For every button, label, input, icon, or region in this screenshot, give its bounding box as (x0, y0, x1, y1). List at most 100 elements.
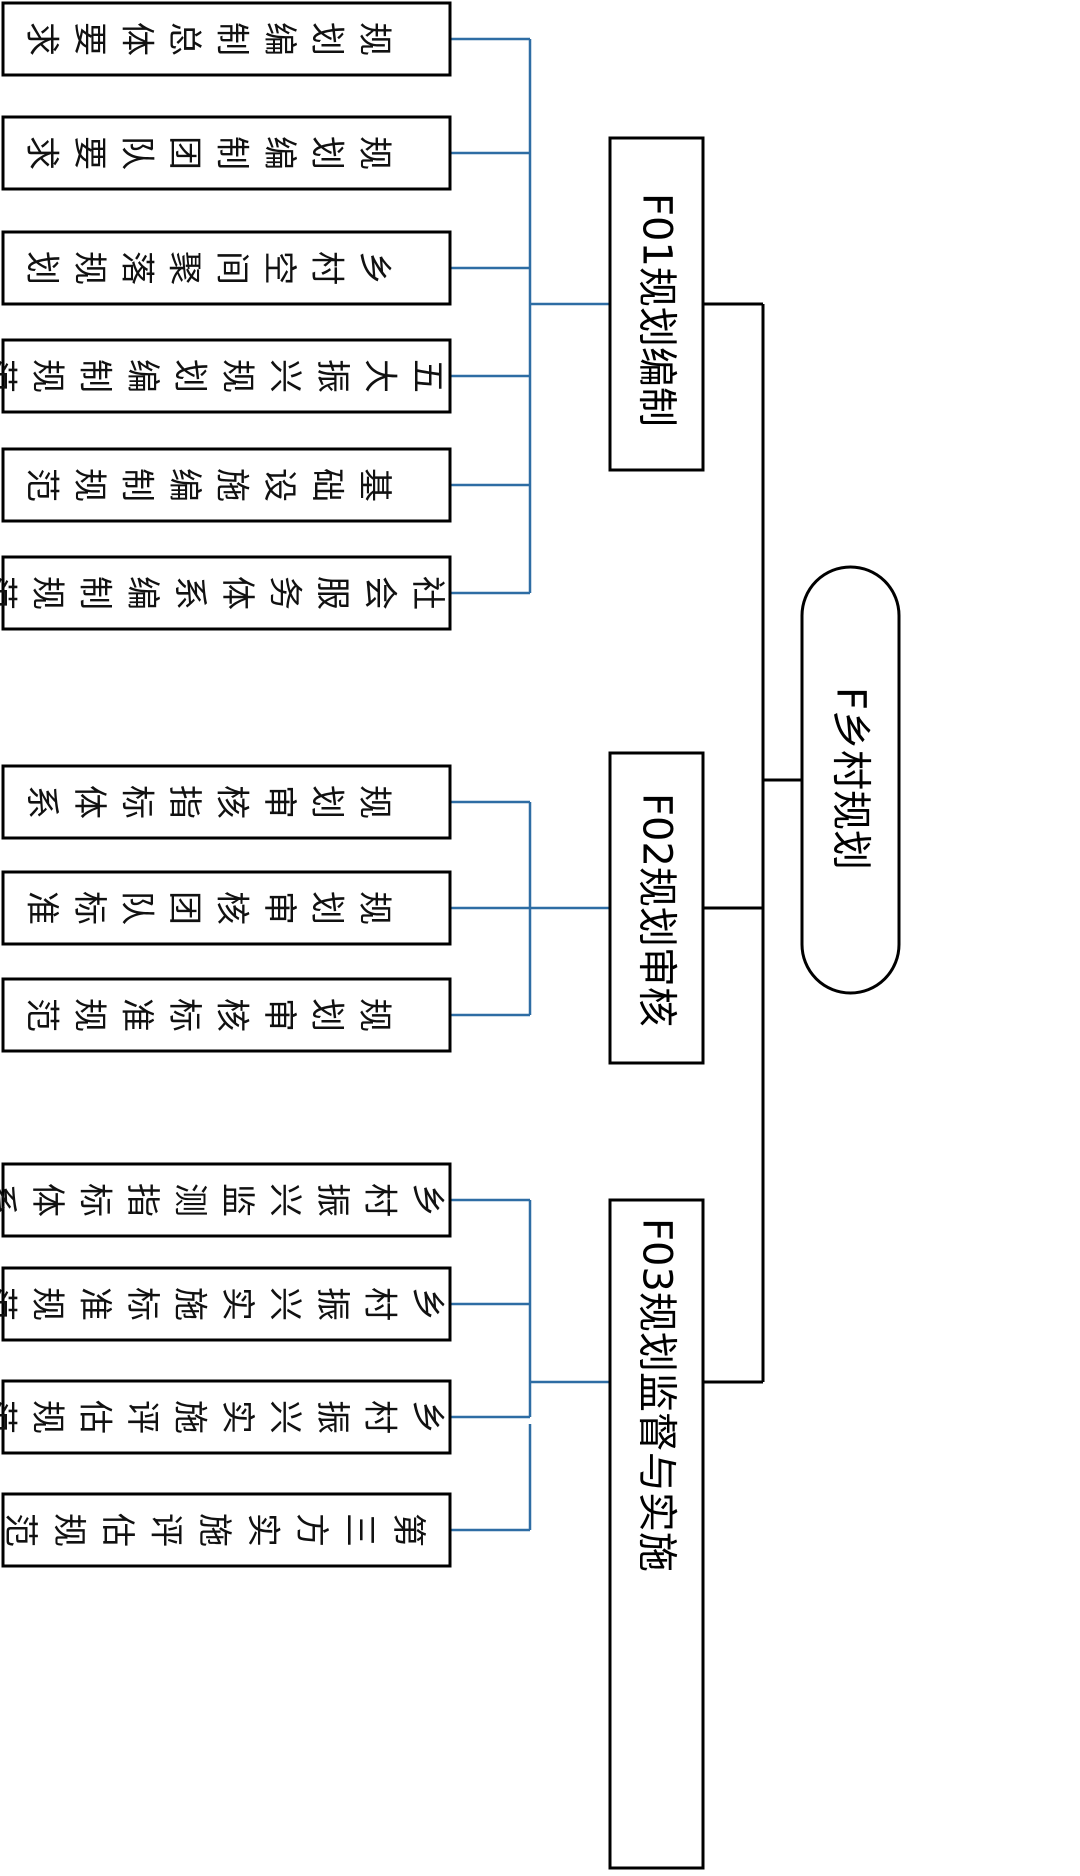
leaf-label-char: 划 (307, 136, 347, 170)
leaf-label-char: 规 (27, 359, 67, 393)
leaf-label-char: 振 (312, 1183, 352, 1217)
leaf-label-char: 范 (0, 576, 20, 610)
leaf-label-char: 振 (312, 359, 352, 393)
leaf-label-char: 乡 (407, 1183, 447, 1217)
leaf-label-char: 施 (170, 1287, 210, 1321)
leaf-box (1, 870, 452, 946)
leaf-box (1, 1492, 452, 1568)
leaf-label-char: 求 (22, 136, 62, 170)
leaf-label-char: 标 (117, 785, 157, 819)
leaf-box (1, 115, 452, 191)
leaf-label-char: 基 (354, 468, 394, 502)
leaf-label-char: 务 (265, 576, 305, 610)
leaf-label-char: 编 (164, 468, 204, 502)
leaf-label-char: 规 (354, 22, 394, 56)
leaf-label-char: 规 (69, 468, 109, 502)
leaf-node: 五大振兴规划编制规范 (0, 338, 452, 414)
leaf-label-char: 聚 (164, 251, 204, 285)
leaf-label-char: 要 (69, 22, 109, 56)
leaf-label-char: 估 (97, 1513, 137, 1547)
leaf-label-char: 范 (22, 998, 62, 1032)
leaf-label-char: 间 (212, 251, 252, 285)
leaf-label-char: 实 (217, 1287, 257, 1321)
leaf-label-char: 指 (122, 1183, 162, 1217)
leaf-label-char: 振 (312, 1287, 352, 1321)
leaf-label-char: 编 (122, 576, 162, 610)
leaf-box (1, 447, 452, 523)
leaf-label-char: 落 (117, 251, 157, 285)
leaf-label-char: 指 (164, 785, 204, 819)
leaf-label-char: 团 (164, 891, 204, 925)
leaf-label-char: 体 (117, 22, 157, 56)
leaf-label-char: 审 (259, 785, 299, 819)
leaf-label-char: 系 (170, 576, 210, 610)
leaf-label-char: 规 (27, 576, 67, 610)
group-box (608, 751, 705, 1065)
leaf-label-char: 三 (340, 1513, 380, 1547)
leaf-label-char: 体 (69, 785, 109, 819)
leaf-label-char: 系 (0, 1183, 20, 1217)
connectors (450, 37, 802, 1532)
leaf-label-char: 制 (75, 576, 115, 610)
leaf-box (1, 1379, 452, 1455)
leaf-label-char: 村 (360, 1287, 400, 1321)
leaf-label-char: 求 (22, 22, 62, 56)
root-label: F乡村规划 (828, 687, 874, 870)
leaf-label-char: 划 (307, 998, 347, 1032)
group-node-2: F02规划审核 (608, 751, 705, 1065)
leaf-label: 乡村振兴监测指标体系 (0, 1183, 447, 1217)
leaf-label-char: 实 (217, 1400, 257, 1434)
leaf-label-char: 制 (212, 22, 252, 56)
leaf-label-char: 标 (122, 1287, 162, 1321)
leaf-box (1, 1, 452, 77)
leaf-label-char: 划 (22, 251, 62, 285)
leaf-label-char: 范 (0, 1400, 20, 1434)
leaf-label-char: 规 (354, 998, 394, 1032)
leaf-label: 五大振兴规划编制规范 (0, 359, 447, 393)
leaf-box (1, 230, 452, 306)
leaf-label-char: 系 (22, 785, 62, 819)
leaf-label-char: 核 (212, 785, 252, 819)
leaf-box (1, 555, 452, 631)
leaf-label-char: 村 (360, 1400, 400, 1434)
leaf-label-char: 评 (122, 1400, 162, 1434)
leaf-box (1, 977, 452, 1053)
nodes: 规划编制总体要求规划编制团队要求乡村空间聚落规划五大振兴规划编制规范基础设施编制… (0, 1, 901, 1870)
group-label: F02规划审核 (634, 793, 680, 1027)
root-node: F乡村规划 (800, 565, 901, 995)
leaf-label-char: 实 (243, 1513, 283, 1547)
leaf-label-char: 规 (354, 785, 394, 819)
leaf-label-char: 规 (69, 251, 109, 285)
leaf-label-char: 会 (360, 576, 400, 610)
leaf-label-char: 兴 (265, 1183, 305, 1217)
leaf-label-char: 设 (259, 468, 299, 502)
leaf-label-char: 核 (212, 998, 252, 1032)
leaf-label-char: 空 (259, 251, 299, 285)
leaf-label-char: 规 (49, 1513, 89, 1547)
leaf-label-char: 队 (117, 136, 157, 170)
leaf-label-char: 测 (170, 1183, 210, 1217)
leaf-label-char: 施 (212, 468, 252, 502)
leaf-label-char: 社 (407, 576, 447, 610)
leaf-label-char: 规 (217, 359, 257, 393)
group-box (608, 1198, 705, 1870)
group-node-3: F03规划监督与实施 (608, 1198, 705, 1870)
leaf-label-char: 总 (164, 22, 204, 56)
leaf-label-char: 方 (291, 1513, 331, 1547)
leaf-label-char: 础 (307, 468, 347, 502)
leaf-node: 社会服务体系编制规范 (0, 555, 452, 631)
leaf-box (1, 1162, 452, 1238)
leaf-label-char: 范 (0, 1513, 40, 1547)
leaf-label-char: 标 (75, 1183, 115, 1217)
leaf-label-char: 编 (259, 22, 299, 56)
root-box (800, 565, 901, 995)
